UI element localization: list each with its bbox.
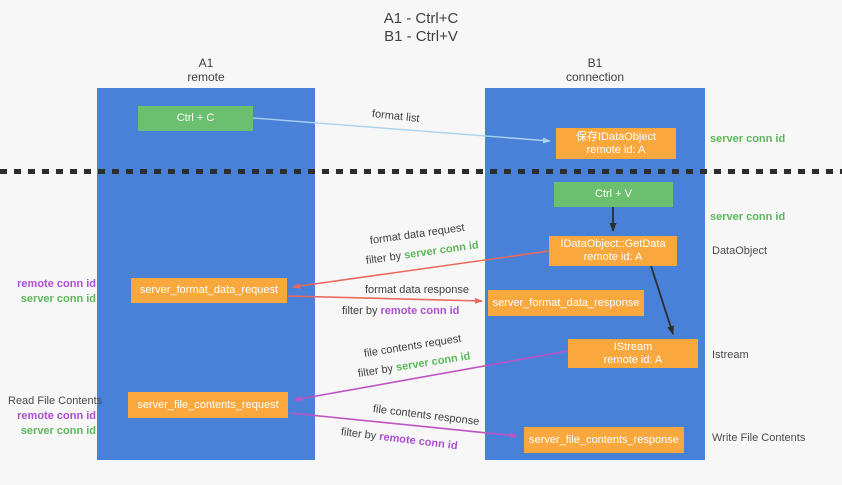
- node-ctrl-c: Ctrl + C: [138, 106, 253, 131]
- arrow-format-data-response: [286, 295, 483, 304]
- title-line-b1: B1 - Ctrl+V: [384, 28, 458, 45]
- node-getdata-line1: IDataObject::GetData: [560, 238, 666, 250]
- node-save-idataobject-line2: remote id: A: [586, 143, 646, 156]
- lane-a1-sub: remote: [187, 70, 225, 84]
- annotation-server-conn-id-bottom: server conn id: [20, 425, 96, 437]
- node-ctrl-v-label: Ctrl + V: [595, 188, 632, 200]
- annotation-left-bottom-stack: Read File Contents remote conn id server…: [8, 394, 103, 439]
- lane-b1-sub: connection: [565, 70, 625, 84]
- node-getdata-line2: remote id: A: [583, 251, 643, 263]
- label-remote-conn-id-text: remote conn id: [380, 305, 460, 317]
- label-filter-by-remote-conn-id-1: filter by remote conn id: [342, 305, 459, 317]
- node-ctrl-c-label: Ctrl + C: [176, 112, 215, 124]
- node-idataobject-getdata: IDataObject::GetData remote id: A: [549, 236, 677, 266]
- node-save-idataobject-line1: 保存IDataObject: [575, 130, 657, 143]
- lane-header-b1: B1 connection: [485, 56, 705, 84]
- diagram-title: A1 - Ctrl+C B1 - Ctrl+V: [0, 10, 842, 46]
- arrow-file-contents-response: [289, 412, 518, 439]
- arrow-getdata-to-istream: [650, 265, 674, 335]
- node-ctrl-v: Ctrl + V: [554, 182, 673, 207]
- lane-a1-name: A1: [198, 56, 214, 70]
- node-server-file-contents-response: server_file_contents_response: [524, 427, 684, 453]
- annotation-server-conn-id-left-mid: server conn id: [20, 293, 96, 305]
- annotation-read-file-contents: Read File Contents: [8, 395, 103, 407]
- arrow-format-list: [252, 117, 551, 144]
- title-line-a1: A1 - Ctrl+C: [383, 10, 459, 27]
- phase-divider-dashed-line: [0, 169, 842, 174]
- label-filter-by-text: filter by: [342, 305, 378, 317]
- arrow-format-data-request: [292, 250, 550, 289]
- node-server-file-contents-request: server_file_contents_request: [128, 392, 288, 418]
- node-file-request-label: server_file_contents_request: [137, 398, 279, 411]
- node-file-response-label: server_file_contents_response: [529, 433, 679, 446]
- node-save-idataobject: 保存IDataObject remote id: A: [556, 128, 676, 159]
- lane-b1-name: B1: [587, 56, 603, 70]
- annotation-remote-conn-id-bottom: remote conn id: [17, 410, 96, 422]
- node-server-format-data-request: server_format_data_request: [131, 278, 287, 303]
- node-server-format-data-response: server_format_data_response: [488, 290, 644, 316]
- lane-header-a1: A1 remote: [97, 56, 315, 84]
- arrow-file-contents-request: [293, 350, 569, 402]
- node-format-response-label: server_format_data_response: [492, 296, 640, 309]
- annotation-left-mid-stack: remote conn id server conn id: [8, 277, 96, 307]
- annotation-write-file-contents: Write File Contents: [712, 432, 806, 444]
- node-istream: IStream remote id: A: [568, 339, 698, 368]
- label-format-data-response: format data response: [365, 284, 469, 296]
- node-istream-line1: IStream: [613, 340, 653, 353]
- annotation-server-conn-id-top: server conn id: [710, 133, 786, 145]
- node-format-request-label: server_format_data_request: [139, 284, 279, 296]
- annotation-server-conn-id-mid: server conn id: [710, 211, 786, 223]
- annotation-istream: Istream: [712, 349, 749, 361]
- annotation-dataobject: DataObject: [712, 245, 768, 257]
- annotation-remote-conn-id-mid: remote conn id: [17, 278, 96, 290]
- node-istream-line2: remote id: A: [603, 353, 663, 366]
